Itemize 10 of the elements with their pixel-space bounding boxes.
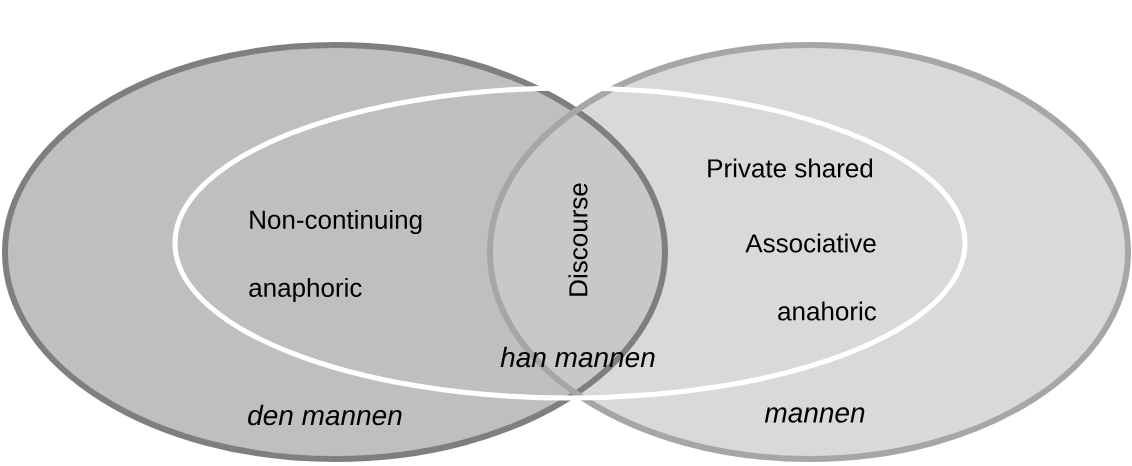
ellipse-outline bbox=[487, 42, 1131, 462]
set-label: den mannen bbox=[248, 404, 402, 426]
ellipse-outline bbox=[172, 85, 968, 401]
set-label: mannen bbox=[764, 407, 865, 423]
region-label: Discourse bbox=[568, 183, 588, 296]
ellipse-outline bbox=[2, 42, 668, 462]
region-label: Private shared bbox=[708, 158, 873, 178]
region-label: Non-continuing anaphoric bbox=[249, 209, 422, 303]
set-label: han mannen bbox=[500, 346, 655, 368]
region-label: Associative anahoric bbox=[745, 233, 877, 321]
